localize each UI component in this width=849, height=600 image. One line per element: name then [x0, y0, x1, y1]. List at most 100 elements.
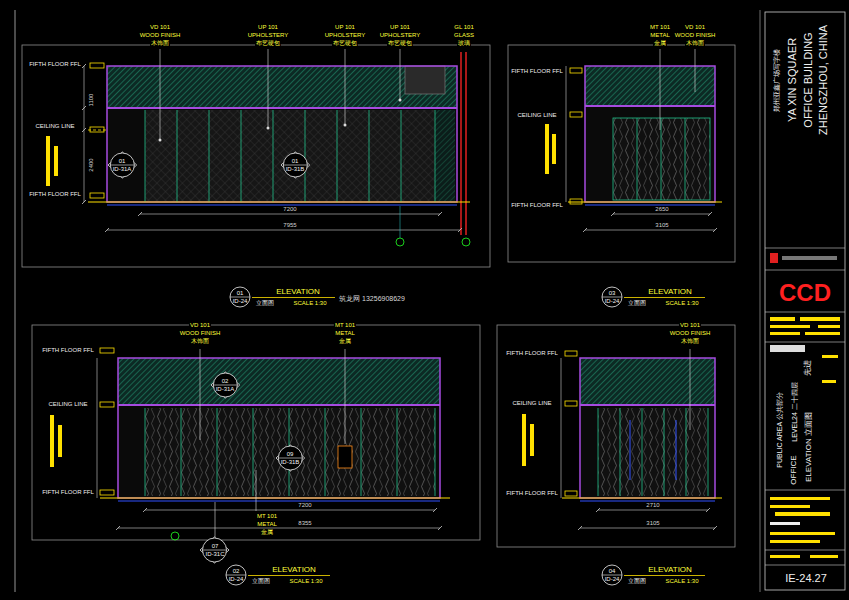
dimension: 1100	[88, 93, 94, 108]
leader-line	[160, 49, 161, 140]
marker-circle	[230, 287, 250, 307]
title-underline	[252, 297, 335, 298]
title-bar	[775, 512, 830, 516]
wall-ground	[118, 405, 440, 498]
level-name: LEVEL24 二十四层	[791, 381, 798, 443]
view-frame	[22, 45, 490, 267]
title-bar	[822, 380, 836, 383]
view-frame	[497, 325, 735, 547]
level-mark	[100, 490, 114, 495]
level-marks	[90, 63, 104, 198]
dimension: 2400	[88, 157, 94, 172]
wall-symbol	[54, 146, 58, 176]
elevation-d	[522, 349, 722, 576]
sheet-type: OFFICE	[790, 454, 798, 485]
material-code: MT 101	[256, 513, 278, 519]
rule	[765, 342, 845, 343]
level-note: FIFTH FLOOR FFL	[510, 202, 564, 208]
view-frames	[22, 45, 735, 547]
title-bars	[770, 317, 840, 558]
marker-circle	[602, 565, 622, 585]
wall-symbol	[50, 415, 54, 467]
marker-outline	[199, 536, 230, 564]
marker-circle	[226, 565, 246, 585]
level-note: FIFTH FLOOR FFL	[505, 350, 559, 356]
sheet-border	[15, 10, 16, 592]
leader-line	[660, 49, 661, 130]
joint	[253, 408, 254, 496]
level-mark	[565, 401, 577, 406]
level-note: FIFTH FLOOR FFL	[505, 490, 559, 496]
joint	[209, 110, 210, 202]
dimension-ticks	[82, 64, 86, 204]
index-number: 03	[609, 290, 616, 296]
level-note: CEILING LINE	[34, 123, 75, 129]
index-number: 01	[119, 158, 126, 164]
joint	[620, 408, 621, 496]
marker-divider	[283, 165, 307, 166]
elevation-index: 02ID-24	[224, 563, 248, 587]
view-title: ELEVATION	[271, 566, 317, 574]
firm-logo: CCD	[778, 281, 832, 305]
title-underline	[624, 297, 705, 298]
index-circle	[228, 285, 252, 309]
material-name-cn: 金属	[338, 338, 352, 344]
marker-wing	[281, 152, 310, 178]
material-name: GLASS	[453, 32, 475, 38]
wall-ground	[107, 108, 457, 202]
leader-line	[200, 349, 201, 440]
material-name: METAL	[256, 521, 278, 527]
wall-symbol	[46, 136, 50, 186]
title-bar	[822, 355, 838, 358]
rule	[765, 565, 845, 566]
joint	[401, 110, 402, 202]
title-block-frame	[765, 12, 845, 590]
marker-divider	[602, 575, 622, 576]
material-name: UPHOLSTERY	[247, 32, 290, 38]
dimension: 8355	[297, 520, 312, 526]
scale-note: SCALE 1:30	[288, 578, 323, 584]
sheet-reference: ID-31A	[113, 166, 132, 172]
material-code: UP 101	[334, 24, 356, 30]
material-name-cn: 木饰面	[190, 338, 210, 344]
marker-circle	[283, 153, 307, 177]
project-name: YA XIN SQUAER	[787, 37, 798, 123]
wall-symbol	[545, 124, 549, 174]
watermark: 筑龙网 13256908629	[338, 295, 406, 302]
scale-note: SCALE 1:30	[664, 578, 699, 584]
dimension: 7200	[282, 206, 297, 212]
marker-outline	[107, 151, 138, 179]
joint	[642, 408, 643, 496]
dimension: 7200	[297, 502, 312, 508]
joint	[325, 408, 326, 496]
material-code: UP 101	[257, 24, 279, 30]
joint	[369, 110, 370, 202]
title-underline	[248, 575, 330, 576]
title-bar	[770, 317, 795, 321]
project-location: ZHENGZHOU, CHINA	[818, 24, 829, 136]
title-bar	[770, 325, 810, 328]
wall-symbol	[530, 424, 534, 456]
sheet-reference: ID-31C	[205, 551, 224, 557]
material-code: VD 101	[679, 322, 701, 328]
dimension-line	[580, 528, 715, 529]
dimension-line	[566, 66, 567, 202]
index-circle	[600, 563, 624, 587]
grid-bubble	[396, 238, 404, 246]
marker-divider	[203, 550, 227, 551]
dimension-line	[84, 66, 85, 202]
revision-mark	[770, 253, 778, 263]
leader-line	[400, 49, 401, 100]
marker-circle	[203, 538, 227, 562]
leaders	[160, 49, 400, 140]
level-mark	[570, 199, 582, 204]
ceiling-band	[118, 358, 440, 405]
joint	[181, 408, 182, 496]
rule	[765, 270, 845, 271]
upholstery-panel	[145, 110, 435, 202]
material-name-cn: 木饰面	[680, 338, 700, 344]
level-marks	[565, 351, 577, 496]
panel-joints	[145, 408, 435, 496]
